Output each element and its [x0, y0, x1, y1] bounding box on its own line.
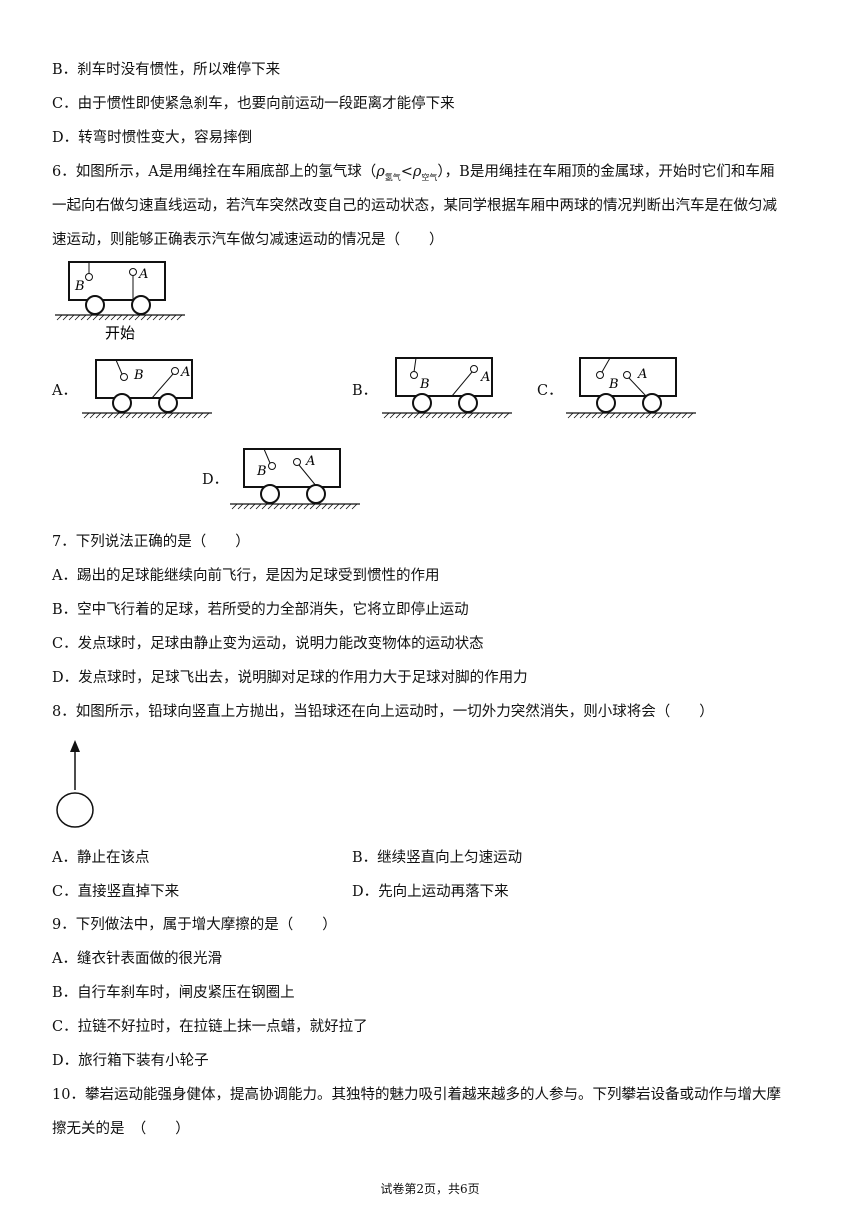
q6-stem-post: ），B是用绳挂在车厢顶的金属球，开始时它们和车厢 — [437, 164, 775, 180]
q6-option-d-label: D． — [202, 472, 229, 488]
cart-figure-option-a: B A — [82, 359, 212, 419]
q6-stem-line-1: 6．如图所示，A是用绳拴在车厢底部上的氢气球（ρ氢气<ρ空气），B是用绳挂在车厢… — [52, 162, 774, 188]
q7-option-b: B．空中飞行着的足球，若所受的力全部消失，它将立即停止运动 — [52, 602, 469, 618]
q5-option-c: C．由于惯性即使紧急刹车，也要向前运动一段距离才能停下来 — [52, 96, 455, 112]
ball-b-label: B — [256, 464, 267, 479]
shot-put-arrow-figure — [56, 740, 94, 828]
balloon-a-label: A — [305, 454, 315, 469]
q6-option-c-label: C． — [537, 383, 563, 399]
start-caption: 开始 — [105, 324, 135, 342]
q9-option-a: A．缝衣针表面做的很光滑 — [52, 951, 222, 967]
q5-option-b: B．刹车时没有惯性，所以难停下来 — [52, 62, 281, 78]
q7-option-c: C．发点球时，足球由静止变为运动，说明力能改变物体的运动状态 — [52, 636, 484, 652]
q6-stem-pre: 6．如图所示，A是用绳拴在车厢底部上的氢气球（ — [52, 164, 377, 180]
q10-stem-line-1: 10．攀岩运动能强身健体，提高协调能力。其独特的魅力吸引着越来越多的人参与。下列… — [52, 1087, 781, 1103]
q9-option-c: C．拉链不好拉时，在拉链上抹一点蜡，就好拉了 — [52, 1019, 368, 1035]
ball-b-label: B — [608, 377, 619, 392]
q8-option-c: C．直接竖直掉下来 — [52, 884, 180, 900]
rho-symbol: ρ — [376, 164, 385, 180]
rho-symbol: ρ — [412, 164, 422, 180]
ball-b-label: B — [133, 368, 144, 383]
balloon-a-label: A — [637, 367, 647, 382]
q7-stem: 7．下列说法正确的是（ ） — [52, 534, 250, 550]
q8-option-a: A．静止在该点 — [52, 850, 150, 866]
q8-option-b: B．继续竖直向上匀速运动 — [352, 850, 523, 866]
q9-option-d: D．旅行箱下装有小轮子 — [52, 1053, 209, 1069]
rho-sub-hydrogen: 氢气 — [384, 172, 401, 182]
q7-option-d: D．发点球时，足球飞出去，说明脚对足球的作用力大于足球对脚的作用力 — [52, 670, 528, 686]
q8-option-d: D．先向上运动再落下来 — [352, 884, 509, 900]
q5-option-d: D．转弯时惯性变大，容易摔倒 — [52, 130, 253, 146]
q7-option-a: A．踢出的足球能继续向前飞行，是因为足球受到惯性的作用 — [52, 568, 440, 584]
q9-option-b: B．自行车刹车时，闸皮紧压在钢圈上 — [52, 985, 295, 1001]
ball-b-label: B — [74, 279, 85, 294]
q6-option-b-label: B． — [352, 383, 378, 399]
q10-stem-line-2: 擦无关的是 （ ） — [52, 1121, 190, 1137]
balloon-a-label: A — [180, 365, 190, 380]
balloon-a-label: A — [480, 370, 490, 385]
q6-stem-line-3: 速运动，则能够正确表示汽车做匀减速运动的情况是（ ） — [52, 232, 444, 248]
cart-figure-option-d: B A — [230, 448, 360, 510]
q9-stem: 9．下列做法中，属于增大摩擦的是（ ） — [52, 917, 337, 933]
less-than: < — [400, 164, 413, 180]
cart-figure-start: B A 开始 — [55, 261, 185, 342]
page-footer: 试卷第2页，共6页 — [380, 1182, 480, 1196]
rho-sub-air: 空气 — [421, 172, 438, 182]
q6-stem-line-2: 一起向右做匀速直线运动，若汽车突然改变自己的运动状态，某同学根据车厢中两球的情况… — [52, 198, 777, 214]
ball-b-label: B — [419, 377, 430, 392]
cart-figure-option-b: B A — [382, 357, 512, 419]
q8-stem: 8．如图所示，铅球向竖直上方抛出，当铅球还在向上运动时，一切外力突然消失，则小球… — [52, 704, 714, 720]
balloon-a-label: A — [138, 267, 148, 282]
cart-figure-option-c: B A — [566, 357, 696, 419]
q6-option-a-label: A． — [52, 383, 77, 399]
